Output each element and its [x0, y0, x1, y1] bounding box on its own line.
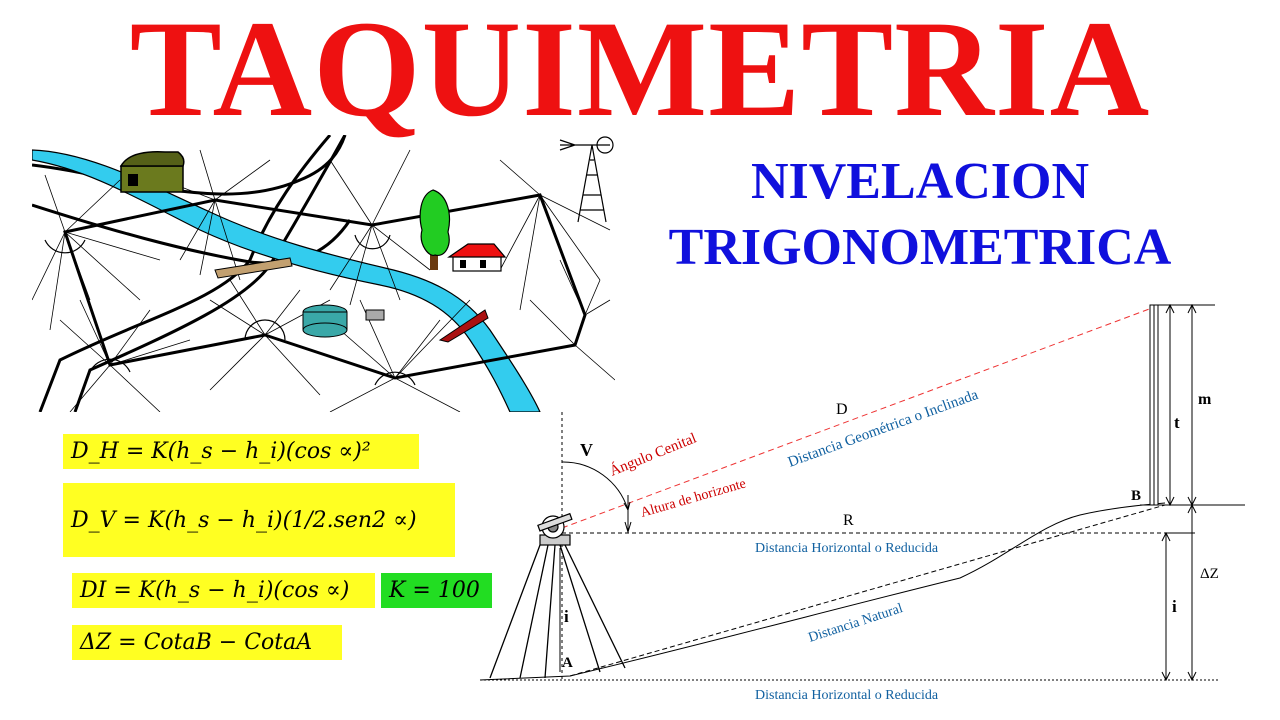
label-angulo-cenital: Ángulo Cenital	[607, 429, 699, 479]
inclined-line	[569, 504, 1166, 677]
label-r: R	[843, 512, 854, 529]
label-t: t	[1174, 413, 1180, 432]
label-distancia-geometrica: Distancia Geométrica o Inclinada	[786, 387, 981, 471]
zenith-angle-arc	[561, 461, 629, 511]
subtitle-line-1: NIVELACION	[750, 153, 1090, 210]
label-distancia-horizontal-2: Distancia Horizontal o Reducida	[755, 688, 939, 703]
formula-dh: D_H = K(h_s − h_i)(cos ∝)²	[63, 434, 419, 469]
formula-k-text: K = 100	[389, 578, 480, 603]
label-delta-z: ΔZ	[1200, 566, 1219, 582]
subtitle-line-2: TRIGONOMETRICA	[668, 219, 1172, 276]
formula-dv-text: D_V = K(h_s − h_i)(1/2.sen2 ∝)	[71, 507, 417, 533]
label-v: V	[580, 440, 593, 460]
terrain-profile	[479, 502, 1166, 681]
tripod	[489, 544, 626, 679]
label-a: A	[562, 655, 573, 671]
sight-line-d	[561, 304, 1161, 529]
label-d: D	[836, 401, 848, 418]
formula-dz-text: ΔZ = CotaB − CotaA	[80, 630, 313, 655]
label-distancia-natural: Distancia Natural	[807, 601, 905, 646]
formula-k: K = 100	[381, 573, 492, 608]
theodolite-icon	[537, 512, 573, 546]
label-i-right: i	[1172, 597, 1177, 616]
label-distancia-horizontal-1: Distancia Horizontal o Reducida	[755, 541, 939, 556]
label-i-left: i	[564, 607, 569, 626]
formula-dz: ΔZ = CotaB − CotaA	[72, 625, 342, 660]
formula-di: DI = K(h_s − h_i)(cos ∝)	[72, 573, 375, 608]
label-altura-horizonte: Altura de horizonte	[639, 476, 748, 520]
page-title: TAQUIMETRIA	[129, 0, 1151, 145]
formula-dv: D_V = K(h_s − h_i)(1/2.sen2 ∝)	[63, 483, 455, 557]
label-m: m	[1198, 391, 1212, 408]
label-b: B	[1131, 488, 1141, 504]
formula-di-text: DI = K(h_s − h_i)(cos ∝)	[80, 578, 350, 603]
formula-dh-text: D_H = K(h_s − h_i)(cos ∝)²	[71, 439, 371, 464]
